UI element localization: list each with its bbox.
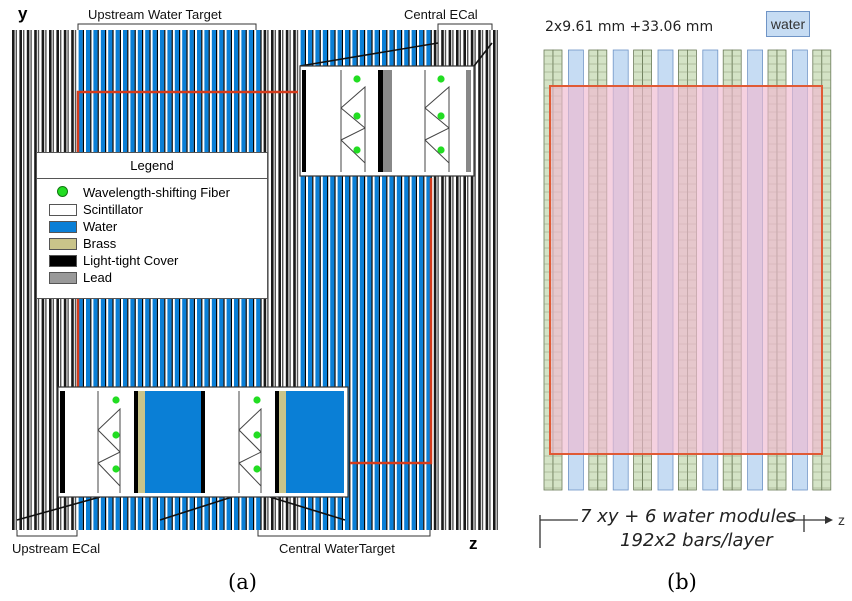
fiber-dot (353, 112, 361, 120)
y-axis-label: y (18, 4, 28, 23)
legend-item-scintillator: Scintillator (37, 202, 267, 219)
z-arrowhead (825, 516, 833, 524)
fiber-swatch (57, 186, 68, 197)
fiber-dot (437, 75, 445, 83)
fiber-dot (353, 146, 361, 154)
water-legend-box: water (766, 11, 810, 37)
caption-a: (a) (228, 570, 257, 594)
legend-label: Light-tight Cover (83, 253, 179, 268)
central-water-target-label: Central WaterTarget (279, 541, 395, 556)
central-ecal-bracket (437, 23, 493, 30)
water-target-zoom-box (57, 386, 349, 498)
scintillator-swatch (49, 204, 77, 216)
upstream-water-target-label: Upstream Water Target (88, 7, 222, 22)
legend-label: Scintillator (83, 202, 143, 217)
fiber-dot (353, 75, 361, 83)
zoom-line-upper-1 (299, 42, 439, 67)
dimension-text: 2x9.61 mm +33.06 mm (545, 19, 714, 35)
z-axis-label-b: z (838, 512, 845, 528)
modules-line-1: 7 xy + 6 water modules (580, 506, 797, 527)
central-water-bracket (257, 530, 431, 537)
active-region-highlight (549, 85, 823, 455)
zoom-line-lower-3 (269, 496, 346, 521)
cover-swatch (49, 255, 77, 267)
zoom-line-lower-2 (159, 496, 233, 521)
legend-item-fiber: Wavelength-shifting Fiber (37, 185, 267, 202)
z-axis-label: z (469, 534, 478, 553)
caption-b: (b) (667, 570, 697, 594)
zoom-line-lower-1 (16, 496, 101, 521)
legend-item-cover: Light-tight Cover (37, 253, 267, 270)
fiber-dot (437, 146, 445, 154)
legend-item-brass: Brass (37, 236, 267, 253)
legend-box: Legend Wavelength-shifting Fiber Scintil… (36, 152, 268, 299)
upstream-ecal-label: Upstream ECal (12, 541, 101, 556)
central-ecal-label: Central ECal (404, 7, 478, 22)
ecal-zoom-box (299, 65, 475, 177)
upstream-ecal-bracket (16, 530, 78, 537)
lead-swatch (49, 272, 77, 284)
module-layout-diagram (539, 49, 833, 548)
fiber-dot (437, 112, 445, 120)
legend-label: Water (83, 219, 118, 234)
zoom-line-upper-2 (473, 42, 493, 67)
legend-label: Wavelength-shifting Fiber (83, 185, 230, 200)
legend-item-lead: Lead (37, 270, 267, 287)
legend-title: Legend (37, 153, 267, 179)
legend-label: Brass (83, 236, 117, 251)
legend-item-water: Water (37, 219, 267, 236)
modules-line-2: 192x2 bars/layer (620, 530, 773, 551)
upstream-water-bracket (77, 23, 257, 30)
particle-path-lower (350, 178, 433, 465)
brass-swatch (49, 238, 77, 250)
water-swatch (49, 221, 77, 233)
legend-label: Lead (83, 270, 112, 285)
